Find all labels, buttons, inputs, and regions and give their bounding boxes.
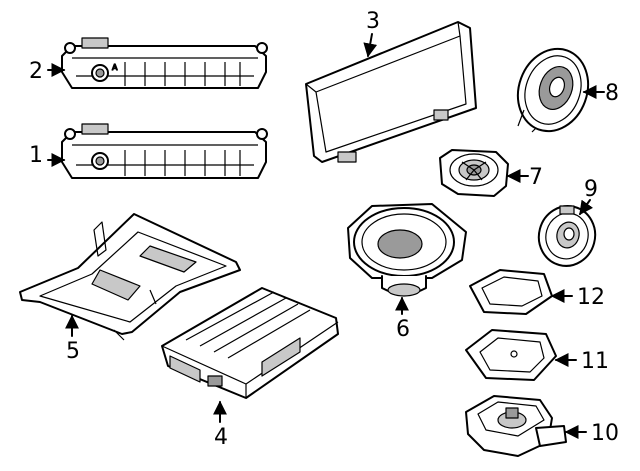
callout-7: 7 [529, 165, 543, 190]
control-panel-lower [61, 123, 268, 179]
display-screen [305, 21, 477, 163]
panel-button-text: A [112, 63, 118, 72]
callout-1: 1 [29, 143, 43, 168]
leader-lines [47, 33, 605, 439]
amplifier-module-4 [161, 287, 339, 399]
speaker-8 [516, 47, 590, 133]
callout-3: 3 [366, 9, 380, 34]
speaker-assembly-10 [465, 395, 567, 457]
callout-6: 6 [396, 317, 410, 342]
speaker-9 [537, 205, 597, 267]
callout-11: 11 [581, 349, 609, 374]
callout-5: 5 [66, 339, 80, 364]
control-panel-upper: A [61, 37, 268, 89]
callout-2: 2 [29, 59, 43, 84]
woofer-6 [347, 203, 467, 297]
mounting-bracket-5 [19, 213, 241, 341]
callout-8: 8 [605, 81, 619, 106]
callout-labels: 1 2 3 4 5 6 7 8 9 10 11 12 [29, 9, 619, 450]
callout-4: 4 [214, 425, 228, 450]
callout-9: 9 [584, 177, 598, 202]
callout-10: 10 [591, 421, 619, 446]
gasket-12 [469, 269, 553, 315]
callout-12: 12 [577, 285, 605, 310]
speaker-frame-11 [465, 329, 557, 381]
tweeter-7 [439, 149, 509, 197]
